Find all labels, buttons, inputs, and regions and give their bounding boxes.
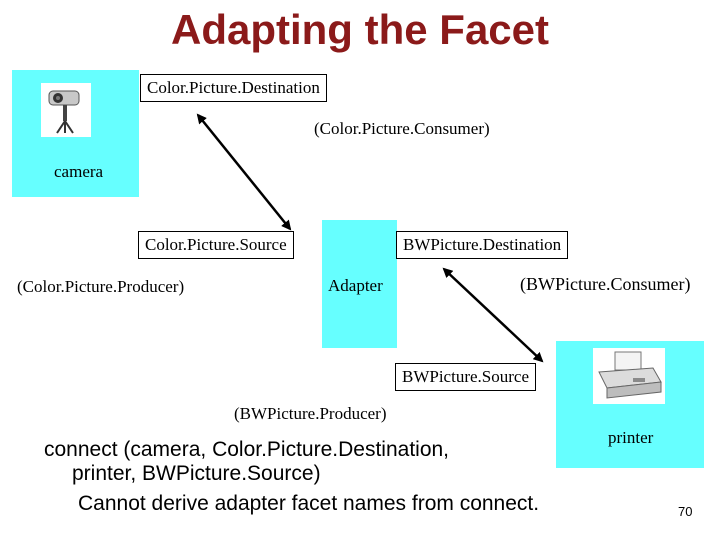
- adapter-destination-facet: BWPicture.Destination: [396, 231, 569, 259]
- caveat-text: Cannot derive adapter facet names from c…: [78, 492, 540, 515]
- camera-destination-facet: Color.Picture.Destination: [140, 74, 327, 102]
- adapter-source-facet: Color.Picture.Source: [138, 231, 294, 259]
- printer-source-facet: BWPicture.Source: [395, 363, 536, 391]
- page-number: 70: [678, 504, 693, 519]
- adapter-label: Adapter: [328, 276, 383, 295]
- adapter-consumer-interface: (BWPicture.Consumer): [520, 274, 691, 294]
- adapter-to-printer-arrow: [442, 267, 544, 363]
- camera-label: camera: [54, 162, 104, 181]
- printer-producer-interface: (BWPicture.Producer): [234, 404, 387, 423]
- adapter-component: [322, 220, 397, 348]
- camera-to-adapter-arrow: [196, 113, 292, 231]
- camera-icon: [41, 83, 91, 137]
- printer-icon: [593, 348, 665, 404]
- connect-statement-line2: printer, BWPicture.Source): [72, 462, 321, 485]
- printer-label: printer: [608, 428, 654, 447]
- camera-consumer-interface: (Color.Picture.Consumer): [314, 119, 490, 138]
- adapter-producer-interface: (Color.Picture.Producer): [17, 277, 185, 296]
- slide-title: Adapting the Facet: [170, 6, 550, 53]
- connect-statement-line1: connect (camera, Color.Picture.Destinati…: [44, 438, 450, 461]
